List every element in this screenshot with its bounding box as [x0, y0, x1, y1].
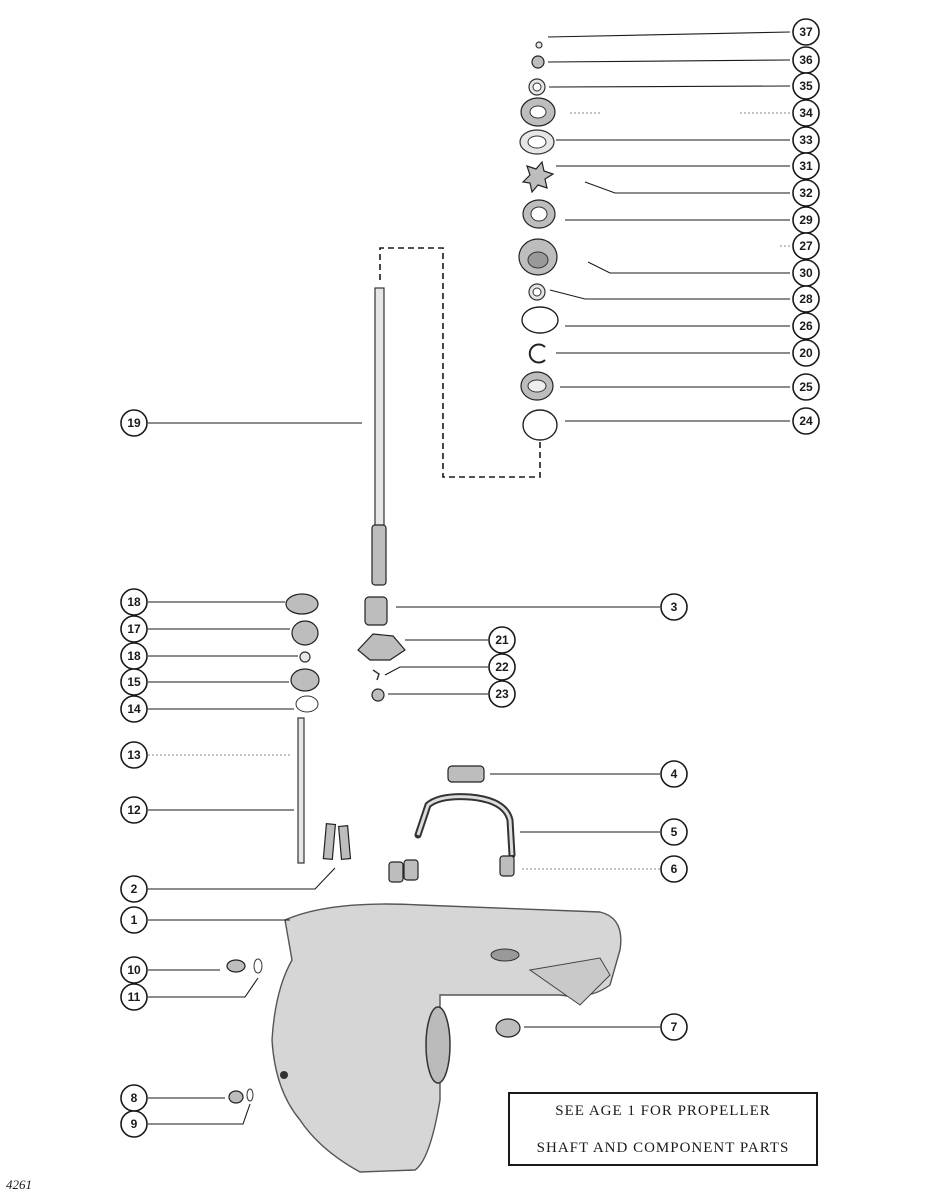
svg-text:31: 31	[799, 159, 813, 173]
svg-text:19: 19	[127, 416, 141, 430]
callout-8: 8	[120, 1084, 148, 1112]
svg-text:18: 18	[127, 595, 141, 609]
callout-5: 5	[660, 818, 688, 846]
svg-text:29: 29	[799, 213, 813, 227]
callout-32: 32	[792, 179, 820, 207]
svg-text:21: 21	[495, 633, 509, 647]
svg-text:13: 13	[127, 748, 141, 762]
figure-number: 4261	[6, 1177, 32, 1192]
svg-text:12: 12	[127, 803, 141, 817]
callout-4: 4	[660, 760, 688, 788]
svg-text:14: 14	[127, 702, 141, 716]
water-pump-parts	[518, 41, 559, 441]
callout-21: 21	[488, 626, 516, 654]
svg-text:15: 15	[127, 675, 141, 689]
gear-housing	[271, 903, 622, 1173]
assembly-path	[379, 247, 541, 478]
callout-31: 31	[792, 152, 820, 180]
svg-text:36: 36	[799, 53, 813, 67]
callout-1: 1	[120, 906, 148, 934]
callout-9: 9	[120, 1110, 148, 1138]
pinion-parts	[357, 596, 406, 702]
callout-37: 37	[792, 18, 820, 46]
svg-text:11: 11	[128, 990, 141, 1004]
callout-25: 25	[792, 373, 820, 401]
water-tube-parts	[388, 765, 516, 883]
reference-note-box: SEE AGE 1 FOR PROPELLER SHAFT AND COMPON…	[508, 1092, 818, 1166]
small-parts	[226, 958, 521, 1104]
svg-text:2: 2	[131, 882, 138, 896]
note-line-1: SEE AGE 1 FOR PROPELLER	[555, 1103, 771, 1119]
callout-15: 15	[120, 668, 148, 696]
svg-text:8: 8	[131, 1091, 138, 1105]
callout-12: 12	[120, 796, 148, 824]
callout-27: 27	[792, 232, 820, 260]
callout-24: 24	[792, 407, 820, 435]
callout-30: 30	[792, 259, 820, 287]
svg-text:9: 9	[131, 1117, 138, 1131]
svg-text:10: 10	[127, 963, 141, 977]
svg-text:17: 17	[127, 622, 141, 636]
callout-23: 23	[488, 680, 516, 708]
svg-text:23: 23	[495, 687, 509, 701]
callout-35: 35	[792, 72, 820, 100]
callout-17: 17	[120, 615, 148, 643]
drive-shaft	[371, 287, 387, 586]
svg-text:22: 22	[495, 660, 509, 674]
shift-parts	[285, 593, 352, 864]
callout-19: 19	[120, 409, 148, 437]
callout-3: 3	[660, 593, 688, 621]
callout-11: 11	[120, 983, 148, 1011]
callout-13: 13	[120, 741, 148, 769]
svg-text:25: 25	[799, 380, 813, 394]
svg-text:20: 20	[799, 346, 813, 360]
svg-text:5: 5	[671, 825, 678, 839]
note-line-2: SHAFT AND COMPONENT PARTS	[536, 1140, 790, 1156]
callout-36: 36	[792, 46, 820, 74]
svg-text:6: 6	[671, 862, 678, 876]
callout-28: 28	[792, 285, 820, 313]
svg-text:4: 4	[671, 767, 678, 781]
svg-text:27: 27	[799, 239, 813, 253]
svg-text:7: 7	[671, 1020, 678, 1034]
callout-33: 33	[792, 126, 820, 154]
svg-text:37: 37	[799, 25, 813, 39]
callout-26: 26	[792, 312, 820, 340]
callout-20: 20	[792, 339, 820, 367]
svg-text:3: 3	[671, 600, 678, 614]
callout-10: 10	[120, 956, 148, 984]
svg-text:35: 35	[799, 79, 813, 93]
leader-lines	[148, 31, 791, 1125]
callout-2: 2	[120, 875, 148, 903]
callout-34: 34	[792, 99, 820, 127]
callout-14: 14	[120, 695, 148, 723]
callouts: 37 36 35 34 33 31 32 29 27 30 28 26 20 2…	[120, 18, 820, 1138]
svg-text:1: 1	[131, 913, 138, 927]
svg-text:28: 28	[799, 292, 813, 306]
svg-text:30: 30	[799, 266, 813, 280]
callout-18-top: 18	[120, 588, 148, 616]
callout-18-bottom: 18	[120, 642, 148, 670]
svg-text:26: 26	[799, 319, 813, 333]
callout-22: 22	[488, 653, 516, 681]
svg-text:33: 33	[799, 133, 813, 147]
svg-text:32: 32	[799, 186, 813, 200]
svg-text:34: 34	[799, 106, 813, 120]
svg-text:18: 18	[127, 649, 141, 663]
callout-29: 29	[792, 206, 820, 234]
svg-text:24: 24	[799, 414, 813, 428]
callout-7: 7	[660, 1013, 688, 1041]
callout-6: 6	[660, 855, 688, 883]
